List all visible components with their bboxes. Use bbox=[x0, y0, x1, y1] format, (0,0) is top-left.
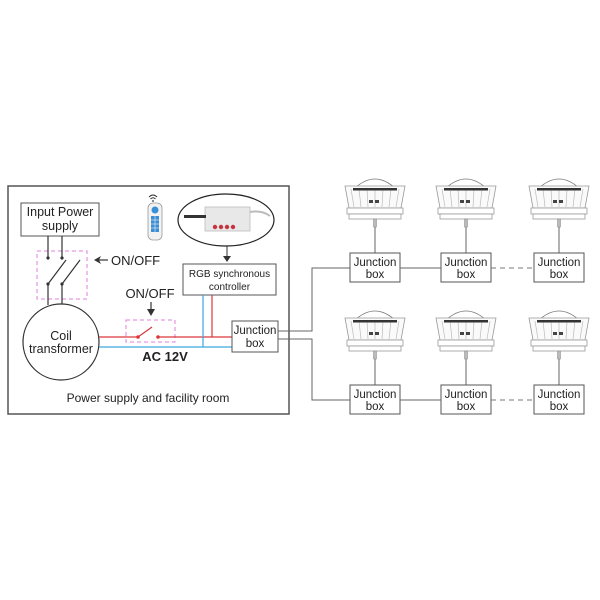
input-power-label-line2: supply bbox=[42, 219, 79, 233]
remote-control-icon bbox=[147, 194, 163, 241]
junction-label-line1: Junction bbox=[354, 389, 397, 401]
room-junction-box: Junction box bbox=[231, 320, 279, 353]
pool-light-icon bbox=[528, 178, 590, 228]
input-power-supply: Input Power supply bbox=[20, 202, 100, 237]
controller-label-line2: controller bbox=[209, 282, 251, 293]
secondary-switch: ON/OFF bbox=[125, 286, 176, 343]
junction-label-line1: Junction bbox=[445, 257, 488, 269]
coil-label-line2: transformer bbox=[29, 342, 93, 356]
arrow-left-icon bbox=[94, 256, 101, 264]
wifi-icon bbox=[148, 194, 158, 200]
junction-label-line2: box bbox=[366, 401, 385, 413]
coil-label-line1: Coil bbox=[50, 329, 72, 343]
arrow-down-icon bbox=[223, 256, 231, 262]
secondary-switch-label: ON/OFF bbox=[125, 286, 174, 301]
junction-label-line1: Junction bbox=[538, 389, 581, 401]
fixture-grid: JunctionboxJunctionboxJunctionboxJunctio… bbox=[344, 178, 590, 415]
controller-device-icon bbox=[177, 193, 275, 262]
junction-label-line2: box bbox=[550, 401, 569, 413]
junction-label-line2: box bbox=[457, 269, 476, 281]
arrow-down-icon bbox=[147, 309, 155, 316]
voltage-label: AC 12V bbox=[142, 349, 188, 364]
main-switch-label: ON/OFF bbox=[111, 253, 160, 268]
main-switch: ON/OFF bbox=[36, 236, 160, 305]
feed-wires bbox=[278, 267, 350, 401]
junction-label-line1: Junction bbox=[538, 257, 581, 269]
junction-label-line1: Junction bbox=[354, 257, 397, 269]
coil-transformer: Coil transformer bbox=[22, 303, 100, 381]
pool-light-icon bbox=[344, 178, 406, 228]
facility-room-frame bbox=[7, 185, 290, 415]
junction-label-line2: box bbox=[366, 269, 385, 281]
pool-light-icon bbox=[435, 310, 497, 360]
pool-light-icon bbox=[528, 310, 590, 360]
junction-label-line1: Junction bbox=[445, 389, 488, 401]
room-caption: Power supply and facility room bbox=[67, 391, 230, 405]
input-power-label-line1: Input Power bbox=[27, 205, 94, 219]
controller-label-line1: RGB synchronous bbox=[189, 269, 270, 280]
junction-label-line2: box bbox=[457, 401, 476, 413]
room-junction-label-line1: Junction bbox=[234, 325, 277, 337]
pool-light-icon bbox=[435, 178, 497, 228]
room-junction-label-line2: box bbox=[246, 338, 265, 350]
pool-light-icon bbox=[344, 310, 406, 360]
junction-label-line2: box bbox=[550, 269, 569, 281]
rgb-controller: RGB synchronous controller bbox=[182, 263, 277, 296]
secondary-switch-enclosure bbox=[125, 319, 176, 343]
wires bbox=[99, 295, 232, 348]
